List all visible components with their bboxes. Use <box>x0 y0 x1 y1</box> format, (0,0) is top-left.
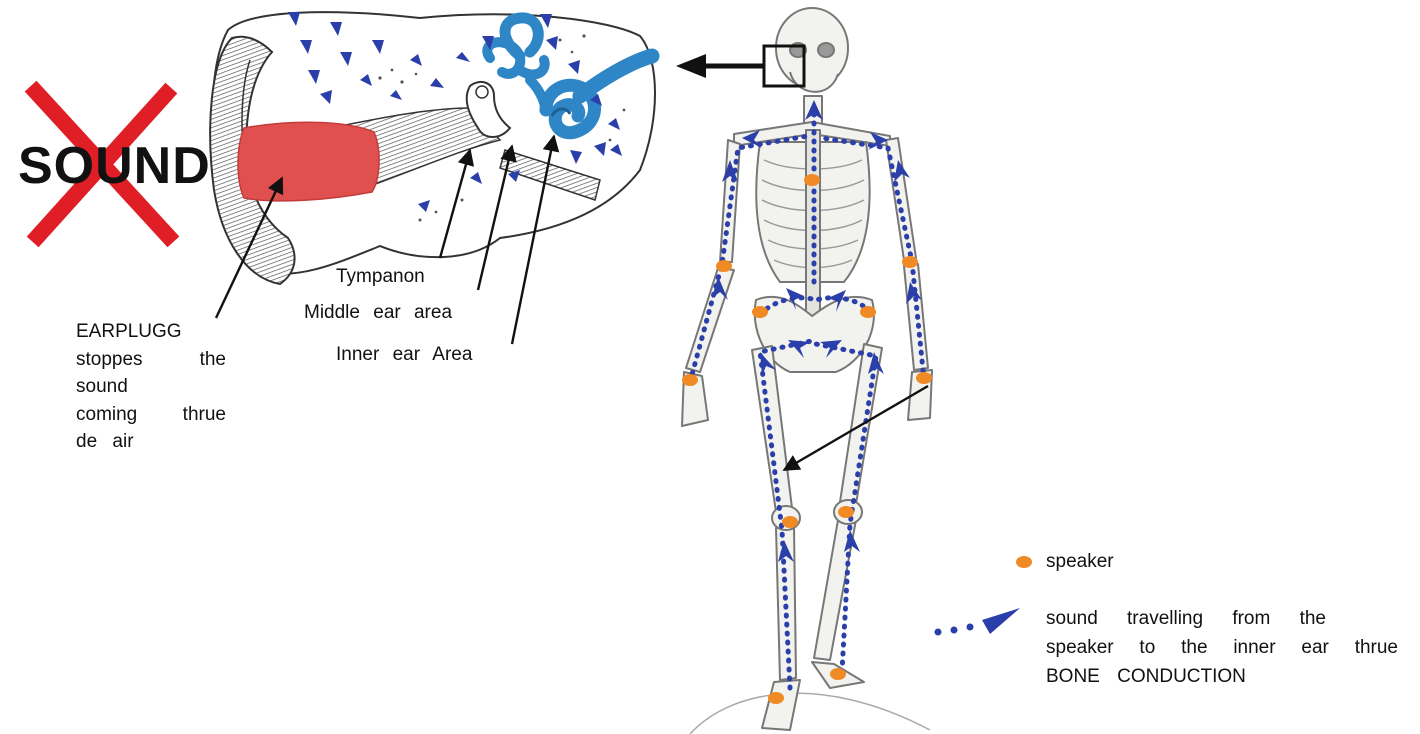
earplug-note-line: sound <box>76 373 226 401</box>
inner-ear-label: Inner ear Area <box>336 340 472 369</box>
speaker-dot-right-elbow <box>902 256 918 268</box>
legend <box>935 556 1033 636</box>
speaker-dot-left-hip <box>752 306 768 318</box>
legend-conduction-line: sound travelling from the <box>1046 604 1326 633</box>
middle-ear-label: Middle ear area <box>304 298 452 327</box>
earplug-illustration <box>238 122 379 201</box>
ground-mound <box>690 693 930 734</box>
speaker-dot-right-ankle <box>830 668 846 680</box>
legend-conduction-line: BONE CONDUCTION <box>1046 662 1398 691</box>
speaker-dot-right-knee <box>838 506 854 518</box>
tympanon-label: Tympanon <box>336 262 425 291</box>
ear-anatomy-illustration <box>210 12 655 284</box>
speaker-dot-left-hand <box>682 374 698 386</box>
speaker-dot-chest <box>804 174 820 186</box>
speaker-dot-left-elbow <box>716 260 732 272</box>
earplug-note: EARPLUGG stoppes the sound coming thrue … <box>76 318 226 456</box>
left-foot <box>762 680 800 730</box>
legend-flow-icon <box>935 608 1021 636</box>
earplug-note-line: stoppes the <box>76 346 226 374</box>
speaker-dot-right-hip <box>860 306 876 318</box>
legend-conduction-line: speaker to the inner ear thrue <box>1046 633 1398 662</box>
legend-speaker-label: speaker <box>1046 547 1114 576</box>
earplug-note-line: EARPLUGG <box>76 318 226 346</box>
left-forearm <box>686 268 734 372</box>
zoom-arrow <box>676 54 764 78</box>
legend-speaker-icon <box>1016 556 1032 568</box>
sound-label: SOUND <box>18 136 211 196</box>
speaker-dot-left-knee <box>782 516 798 528</box>
speaker-dot-right-hand <box>916 372 932 384</box>
speaker-dot-left-ankle <box>768 692 784 704</box>
legend-conduction-label: sound travelling from the speaker to the… <box>1046 604 1398 691</box>
earplug-note-line: de air <box>76 428 226 456</box>
earplug-note-line: coming thrue <box>76 401 226 429</box>
